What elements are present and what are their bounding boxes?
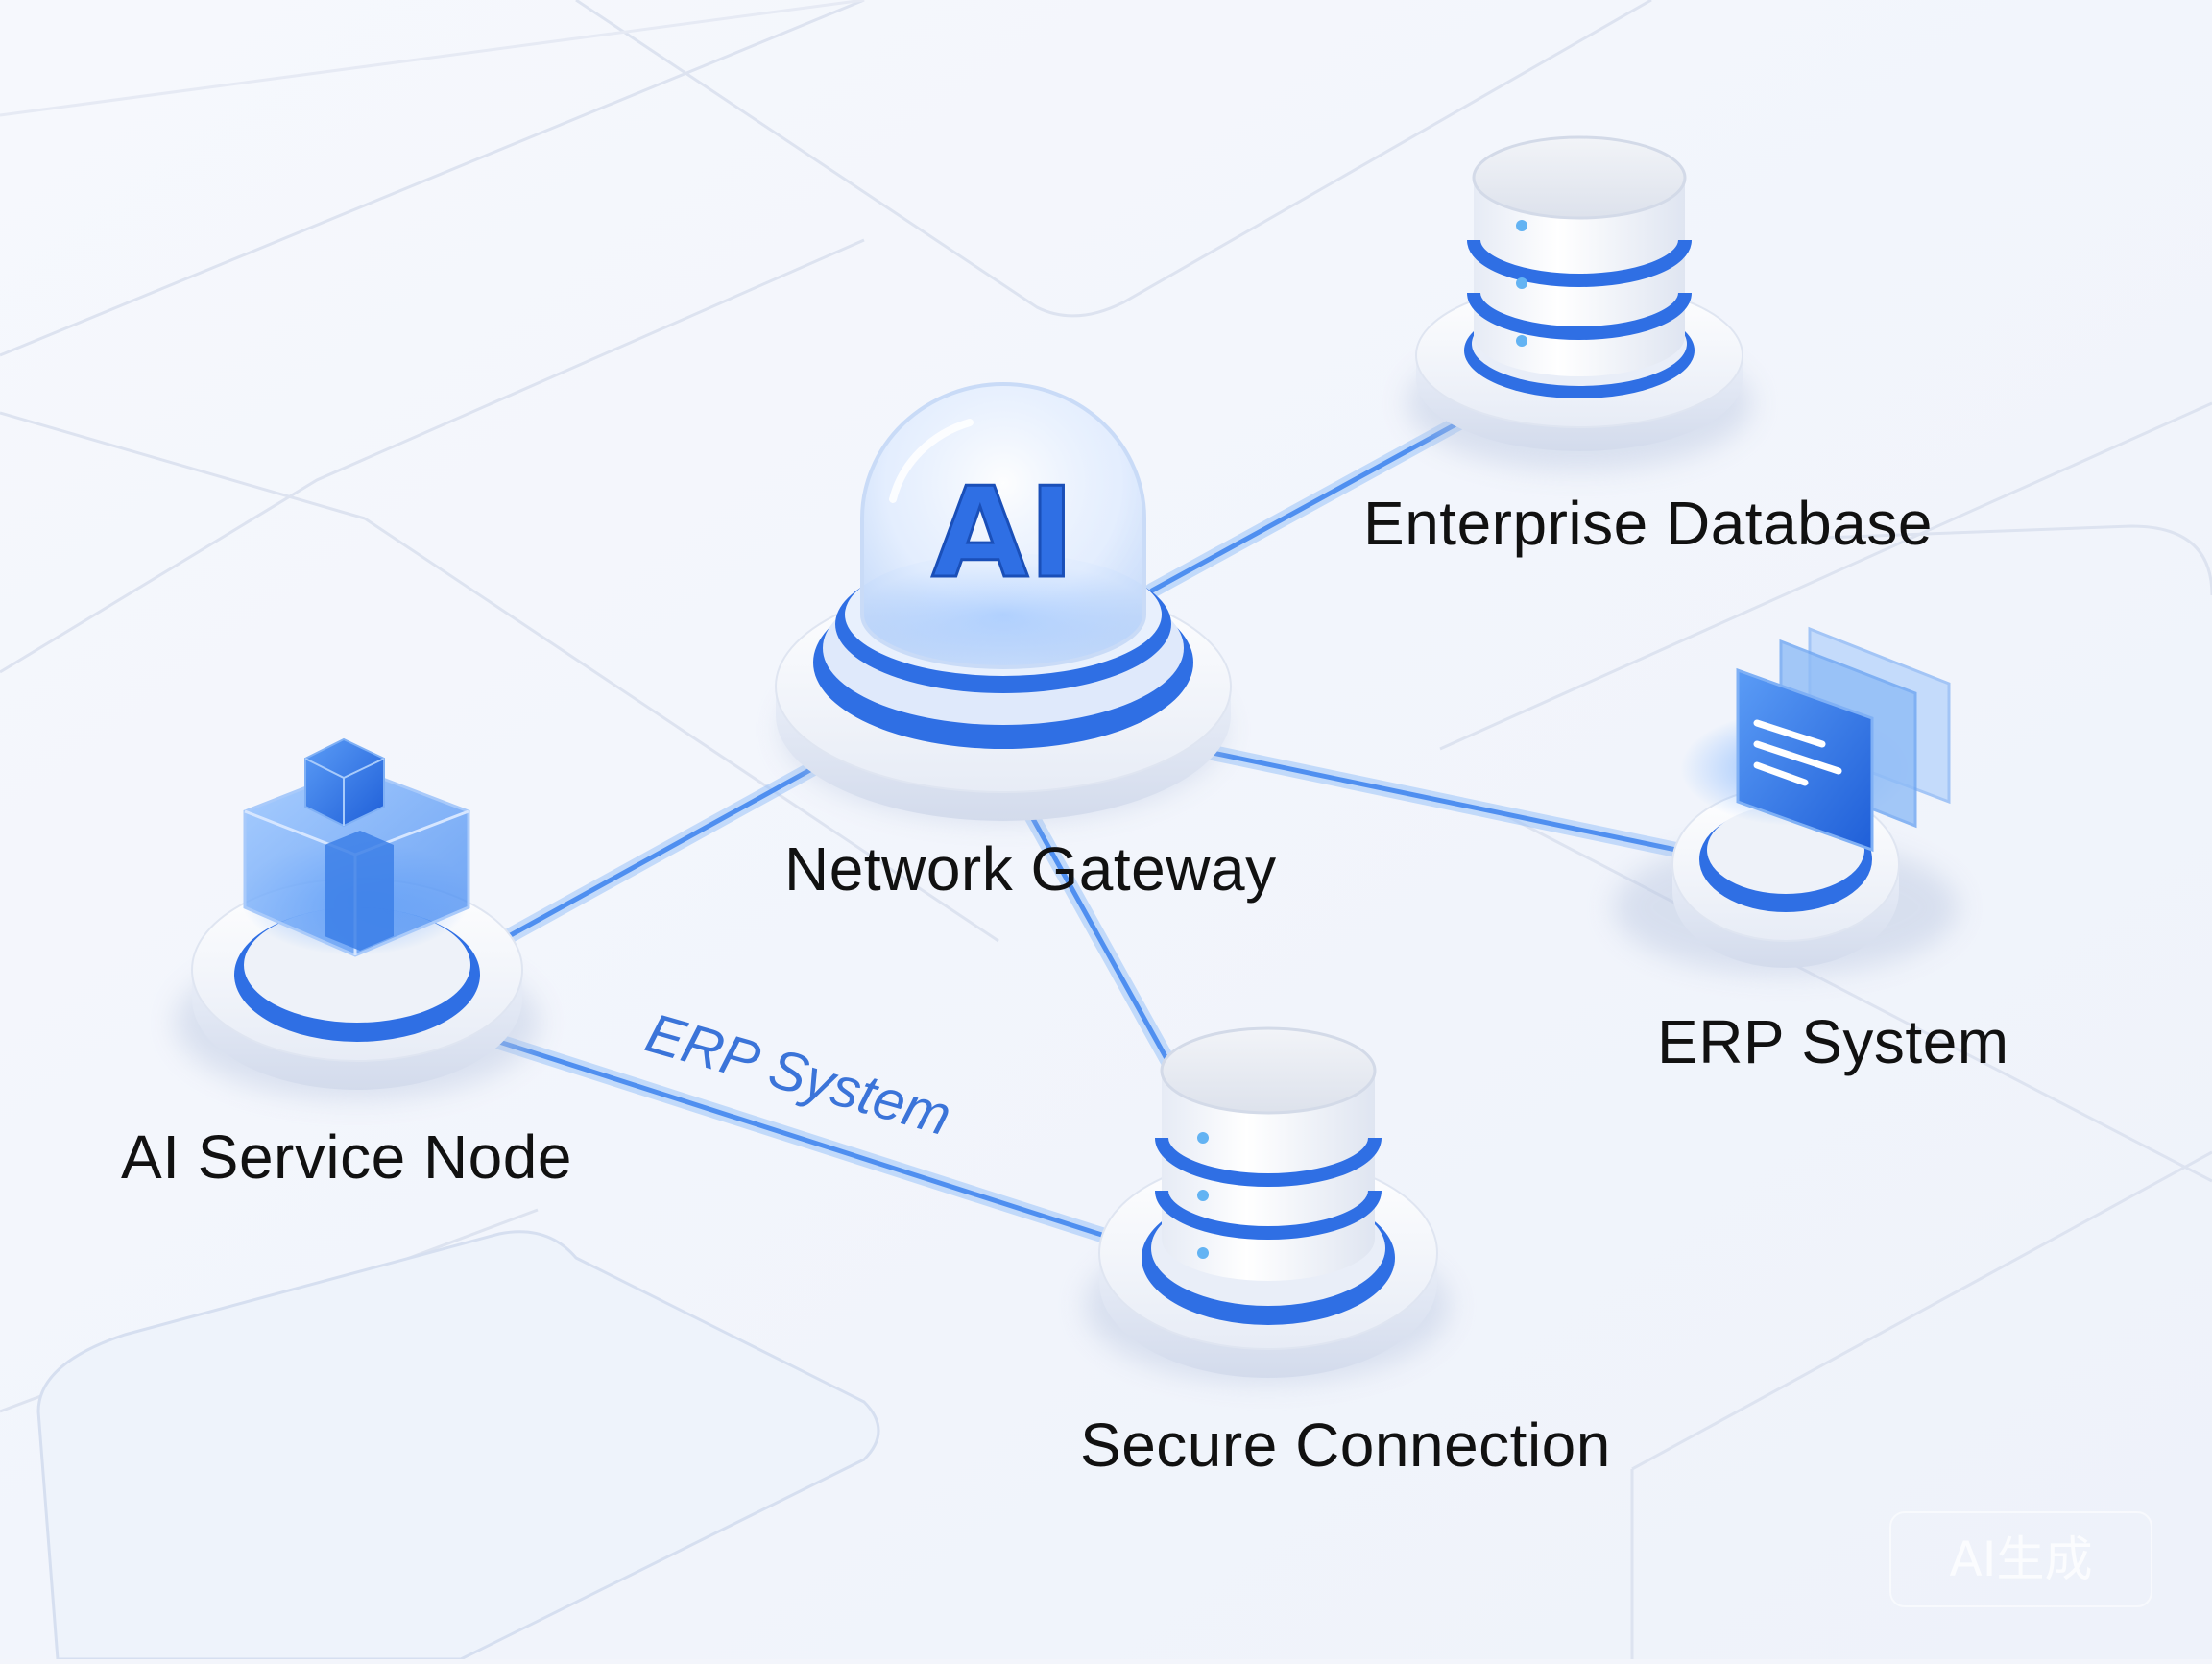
ai-glyph: AI bbox=[932, 460, 1075, 606]
database-icon bbox=[1467, 135, 1692, 376]
database-icon bbox=[1155, 1026, 1382, 1281]
ai-service-label: AI Service Node bbox=[121, 1122, 572, 1192]
watermark: AI生成 bbox=[1889, 1511, 2152, 1607]
link-gateway-erp bbox=[1164, 736, 1697, 860]
link-gateway-database bbox=[1144, 415, 1467, 598]
secure-label: Secure Connection bbox=[1080, 1411, 1611, 1480]
secure-node[interactable] bbox=[1085, 1026, 1450, 1383]
link-ai-service-secure bbox=[492, 1034, 1121, 1246]
document-stack-icon bbox=[1680, 626, 1951, 853]
connections bbox=[492, 415, 1697, 1246]
ai-dome-icon: AI bbox=[860, 382, 1146, 669]
link-gateway-ai-service bbox=[501, 754, 833, 944]
database-label: Enterprise Database bbox=[1363, 489, 1933, 558]
database-node[interactable] bbox=[1407, 135, 1752, 470]
erp-label: ERP System bbox=[1657, 1007, 2009, 1076]
gateway-node[interactable]: AI bbox=[775, 382, 1232, 821]
gateway-label: Network Gateway bbox=[784, 834, 1277, 904]
cube-icon bbox=[240, 737, 470, 957]
link-gateway-secure bbox=[1020, 801, 1181, 1078]
erp-node[interactable] bbox=[1613, 626, 1959, 975]
ai-service-node[interactable] bbox=[175, 737, 540, 1099]
glass-panel bbox=[36, 1230, 880, 1661]
